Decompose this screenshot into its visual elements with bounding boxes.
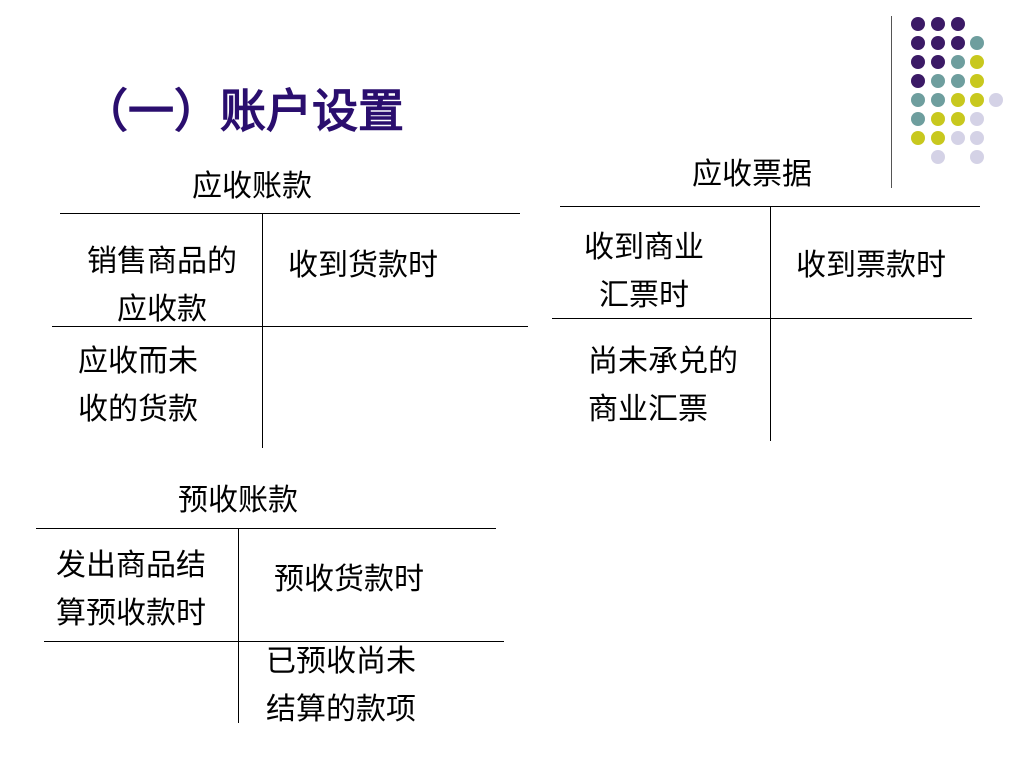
decorative-dot [911,36,925,50]
t-account-mid-line [552,318,972,319]
decorative-dot [931,55,945,69]
decorative-dot [951,131,965,145]
decorative-dot [911,55,925,69]
t-account-top-line [36,528,496,529]
decorative-dot [931,74,945,88]
t-account-mid-line [44,641,504,642]
decorative-dot [951,112,965,126]
decorative-dot [951,17,965,31]
decorative-dot [931,150,945,164]
decorative-dot [911,17,925,31]
decorative-dot [931,36,945,50]
account-caption: 预收账款 [178,483,298,518]
t-account-mid-line [52,326,528,327]
decorative-dot [951,93,965,107]
t-account-divider [238,529,239,723]
decorative-divider [891,16,892,188]
decorative-dot [911,112,925,126]
account-caption: 应收账款 [192,169,312,204]
decorative-dot [951,55,965,69]
debit-entry: 发出商品结 算预收款时 [56,548,206,631]
credit-balance: 已预收尚未 结算的款项 [266,644,416,727]
account-caption: 应收票据 [692,157,812,192]
decorative-dot [970,112,984,126]
decorative-dot [911,93,925,107]
decorative-dot [931,17,945,31]
decorative-dot [970,150,984,164]
debit-balance: 应收而未 收的货款 [78,344,198,427]
credit-entry: 收到货款时 [288,248,438,283]
credit-entry: 预收货款时 [274,562,424,597]
credit-entry: 收到票款时 [796,248,946,283]
decorative-dot [951,36,965,50]
decorative-dot [911,74,925,88]
slide-title: （一）账户设置 [82,84,404,138]
decorative-dot [989,93,1003,107]
debit-entry: 收到商业 汇票时 [584,230,704,313]
debit-entry: 销售商品的 应收款 [87,244,237,327]
t-account-top-line [60,213,520,214]
decorative-dot [970,93,984,107]
decorative-dot [951,74,965,88]
decorative-dot [970,36,984,50]
decorative-dot [911,131,925,145]
decorative-dot [931,93,945,107]
decorative-dot [970,55,984,69]
t-account-divider [770,207,771,441]
decorative-dot [970,131,984,145]
decorative-dot [931,131,945,145]
t-account-divider [262,214,263,448]
debit-balance: 尚未承兑的 商业汇票 [588,344,738,427]
decorative-dot [931,112,945,126]
t-account-top-line [560,206,980,207]
decorative-dot [970,74,984,88]
